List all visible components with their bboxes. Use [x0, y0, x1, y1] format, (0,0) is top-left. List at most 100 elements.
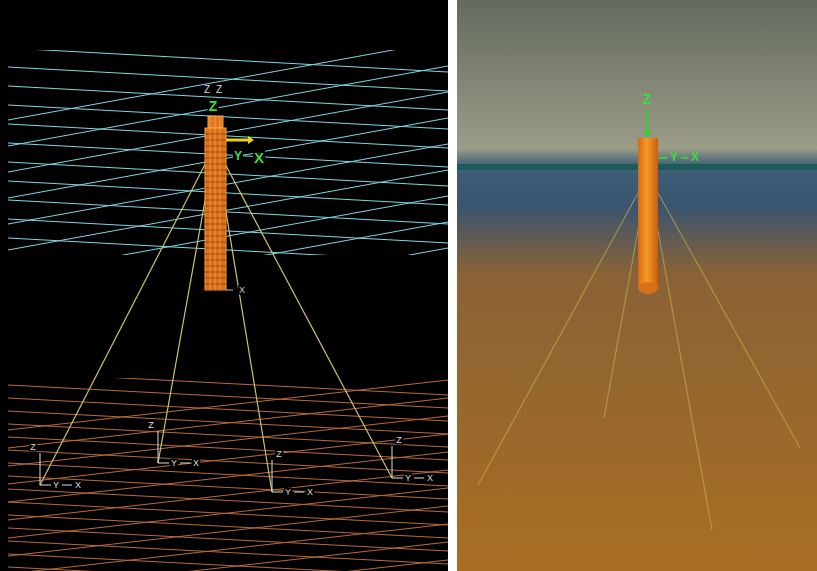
axis-line: [414, 478, 424, 479]
mooring-line: [478, 175, 648, 485]
grid-line: [8, 105, 448, 129]
axis-line: [392, 446, 393, 478]
grid-line: [8, 50, 448, 120]
spar-bottom: [638, 282, 658, 294]
wire-ring: [205, 200, 226, 201]
wire-ring: [205, 284, 226, 285]
wire-ring: [205, 164, 226, 165]
axis-label: Y: [52, 481, 60, 490]
wire-ring: [205, 254, 226, 255]
grid-line: [8, 560, 448, 571]
axis-line: [392, 478, 403, 479]
axis-line: [40, 453, 41, 485]
axis-label: Z: [642, 92, 653, 106]
wire-ring: [205, 230, 226, 231]
axis-line: [294, 492, 304, 493]
grid-line: [8, 524, 448, 571]
grid-line: [8, 450, 448, 473]
spar-wireframe: [205, 116, 226, 290]
axis-label: Z: [203, 85, 211, 95]
axis-label: Z: [395, 436, 403, 445]
wire-ring: [205, 278, 226, 279]
wire-ring: [205, 224, 226, 225]
wire-ring: [205, 146, 226, 147]
wire-ring: [205, 242, 226, 243]
axis-line: [681, 157, 688, 159]
grid-line: [8, 66, 448, 146]
grid-line: [8, 118, 448, 198]
grid-line: [8, 238, 448, 255]
axis-label: Z: [208, 99, 219, 113]
axis-line: [272, 492, 283, 493]
grid-line: [8, 515, 448, 538]
wire-ring: [205, 218, 226, 219]
anchor-triads: [40, 431, 424, 492]
wire-ring: [205, 272, 226, 273]
spar-body: [205, 128, 226, 290]
mooring-line: [215, 145, 392, 478]
axis-label: Z: [29, 443, 37, 452]
wire-ring: [205, 194, 226, 195]
axis-head: [643, 131, 651, 138]
axis-label: Y: [170, 459, 178, 468]
grid-line: [8, 489, 448, 512]
axis-line: [272, 460, 273, 492]
wire-ring: [205, 176, 226, 177]
axis-label: X: [306, 488, 314, 497]
axis-line: [158, 431, 159, 463]
fairlead-arrow-head: [248, 136, 254, 144]
axis-label: Z: [147, 421, 155, 430]
fairlead-arrow: [226, 139, 248, 142]
grid-line: [8, 248, 448, 255]
wire-ring: [205, 152, 226, 153]
axis-line: [158, 463, 169, 464]
wire-rib: [220, 116, 221, 290]
wire-ring: [205, 290, 226, 291]
wire-rib: [215, 116, 216, 290]
wire-ring: [205, 170, 226, 171]
axis-line: [40, 485, 51, 486]
wire-ring: [205, 134, 226, 135]
mooring-line: [648, 175, 800, 448]
grid-line: [8, 144, 448, 224]
wire-ring: [205, 260, 226, 261]
wire-ring: [205, 248, 226, 249]
grid-line: [8, 181, 448, 205]
seabed-grid: [8, 378, 448, 571]
wire-rib: [210, 116, 211, 290]
grid-line: [8, 424, 448, 447]
spar-render: [638, 138, 658, 288]
grid-line: [8, 378, 448, 395]
axis-label: X: [192, 459, 200, 468]
wire-ring: [205, 236, 226, 237]
left-panel: [0, 0, 448, 571]
mooring-line: [40, 145, 215, 485]
grid-line: [8, 554, 448, 571]
wire-ring: [205, 206, 226, 207]
axis-label: Y: [233, 150, 243, 162]
axis-line: [180, 463, 190, 464]
wire-ring: [205, 158, 226, 159]
axis-label: Y: [284, 488, 292, 497]
grid-line: [8, 67, 448, 91]
grid-line: [8, 541, 448, 564]
grid-line: [8, 50, 448, 72]
grid-line: [8, 124, 448, 148]
sea-surface: [457, 164, 817, 170]
axis-label: X: [426, 474, 434, 483]
axis-label: Z: [215, 85, 223, 95]
axis-label: Y: [404, 474, 412, 483]
axis-label: X: [253, 150, 265, 165]
grid-line: [8, 170, 448, 250]
axis-line: [226, 290, 233, 291]
axis-label: Z: [275, 450, 283, 459]
axis-label: X: [238, 286, 246, 295]
wire-ring: [205, 140, 226, 141]
grid-line: [8, 542, 448, 571]
grid-line: [8, 92, 448, 172]
wire-ring: [205, 266, 226, 267]
axis-label: X: [690, 151, 700, 163]
axis-line: [646, 110, 648, 132]
